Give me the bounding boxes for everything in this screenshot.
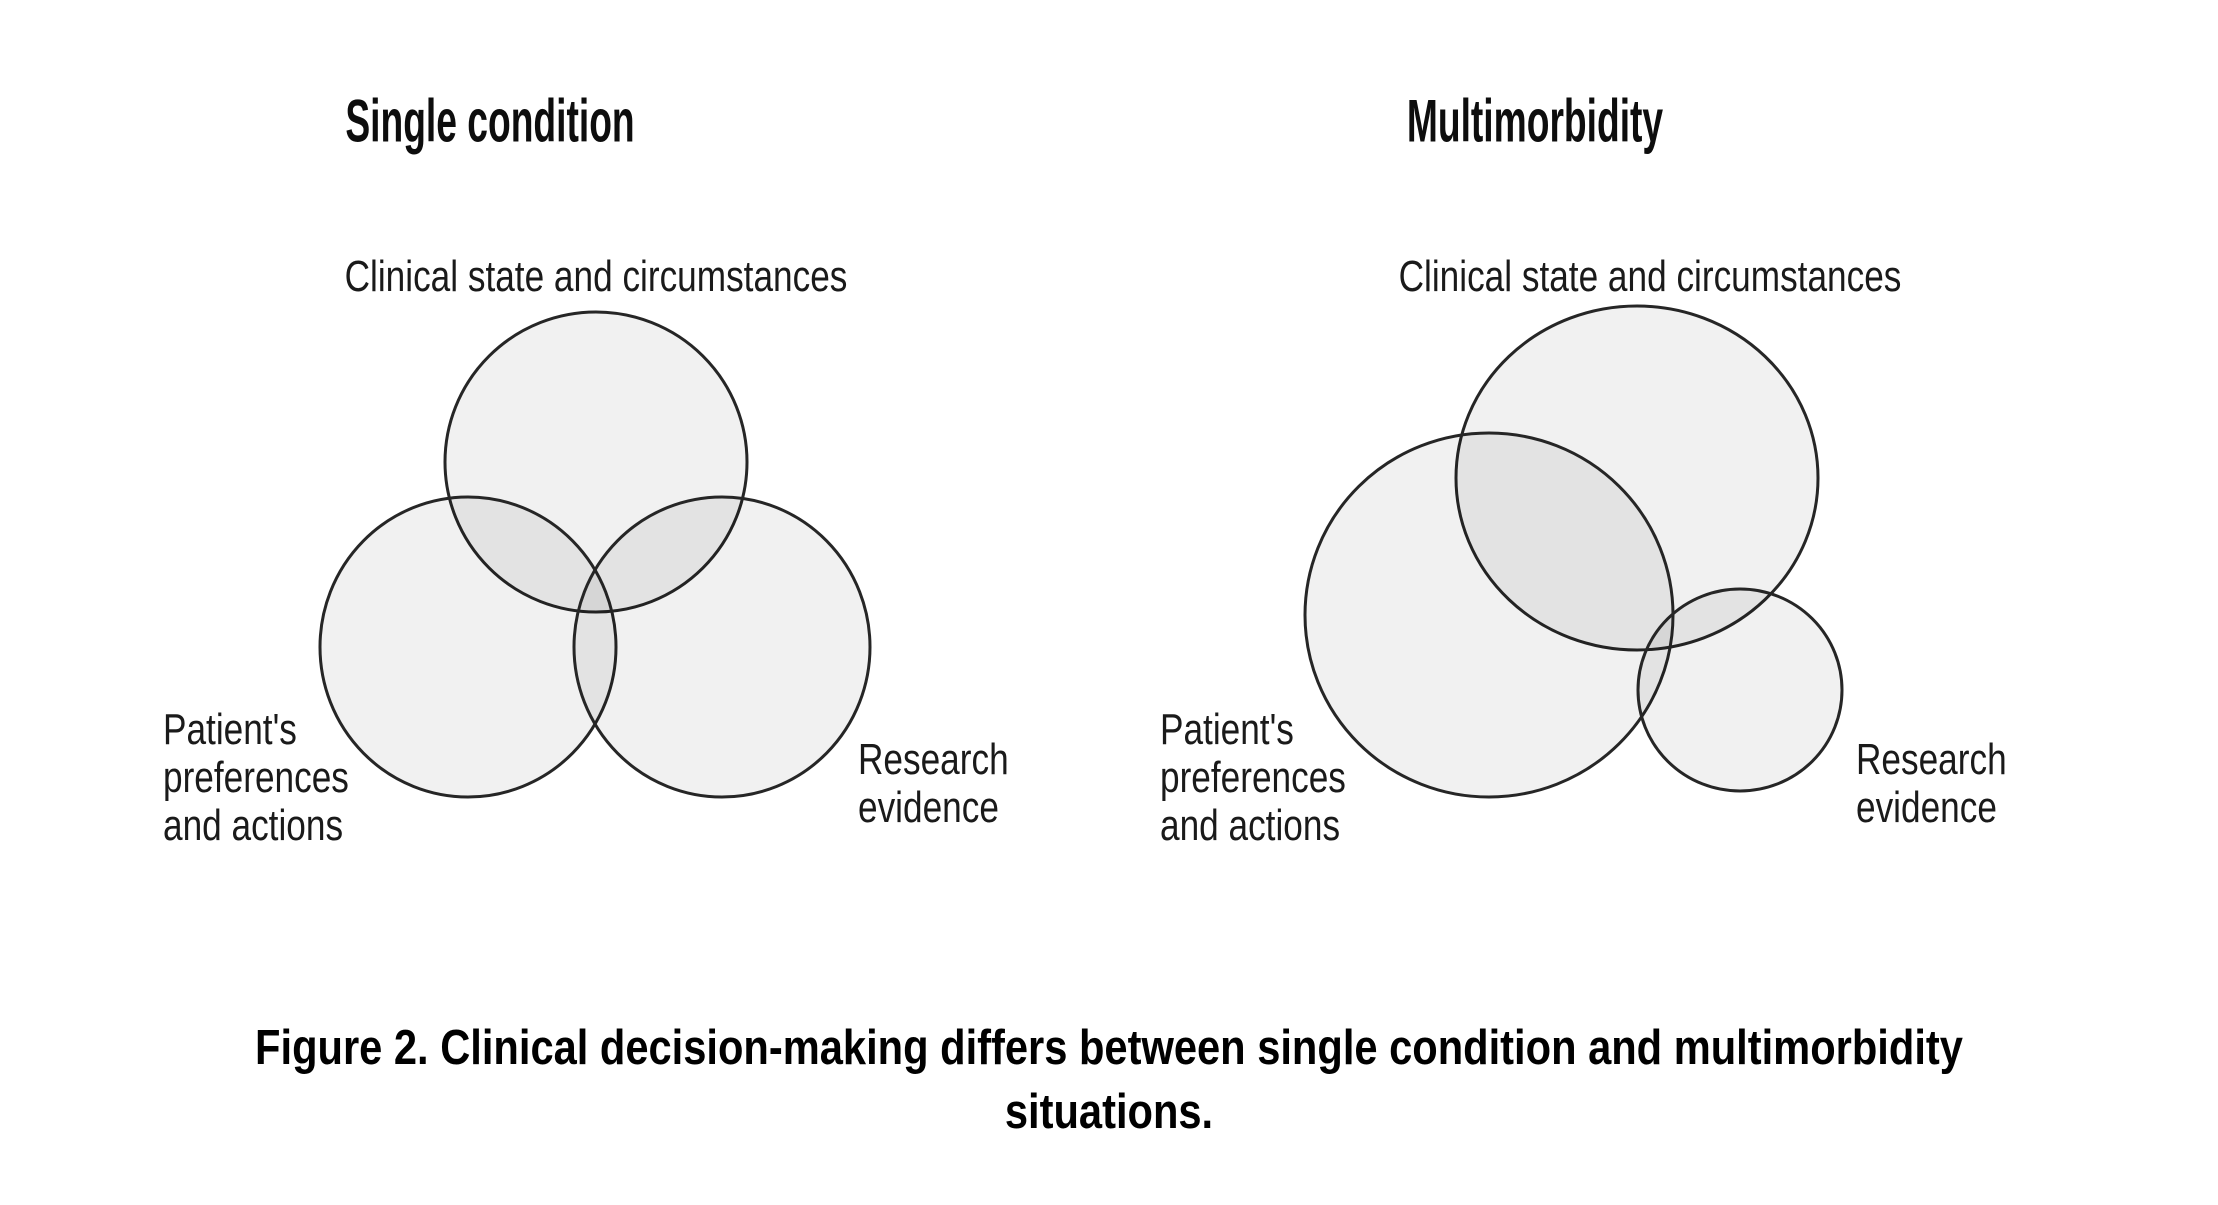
multi-patient-label: Patient's preferences and actions	[1160, 705, 1346, 850]
multi-clinical-circle	[1454, 304, 1820, 652]
single-research-label: Research evidence	[858, 735, 1009, 832]
multi-patient-circle	[1303, 431, 1675, 799]
single-condition-title: Single condition	[345, 87, 635, 155]
figure-caption: Figure 2. Clinical decision-making diffe…	[255, 1021, 1963, 1139]
multi-research-label: Research evidence	[1856, 735, 2007, 832]
single-clinical-circle	[443, 310, 749, 614]
multimorbidity-title: Multimorbidity	[1406, 87, 1664, 155]
multi-research-circle	[1636, 587, 1844, 793]
multi-clinical-label: Clinical state and circumstances	[1398, 252, 1902, 301]
single-clinical-label: Clinical state and circumstances	[344, 252, 848, 301]
single-research-circle	[572, 495, 872, 799]
single-patient-circle	[318, 495, 618, 799]
single-patient-label: Patient's preferences and actions	[163, 705, 349, 850]
